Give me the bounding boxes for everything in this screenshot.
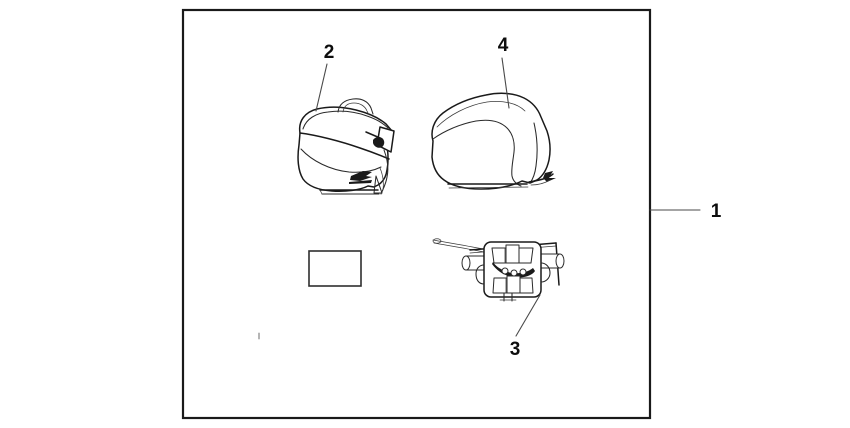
saddlebag-carry-handle-inner <box>342 102 370 116</box>
saddlebag-base-left-cap <box>319 189 323 195</box>
inner-liner-outline <box>431 92 551 190</box>
inner-liner-tie-strap-lower <box>530 179 551 186</box>
honda-wing-logo-glyph <box>350 171 372 181</box>
inner-liner-right-fold <box>529 122 538 184</box>
honda-wing-logo-bar <box>349 180 372 184</box>
callout-number-1[interactable]: 1 <box>711 201 722 222</box>
callout-number-4[interactable]: 4 <box>498 35 509 56</box>
bracket-left-cord-top <box>432 239 484 250</box>
bracket-left-tube-cap <box>461 255 471 271</box>
bracket-right-lug <box>540 262 551 283</box>
part-saddlebag-outer-shell <box>297 98 395 195</box>
saddlebag-carry-handle-outer <box>337 98 374 115</box>
bracket-left-cord-eyelet <box>432 238 442 244</box>
bracket-left-lug <box>475 264 485 285</box>
saddlebag-lid-top-edge <box>302 110 389 130</box>
leader-line-2 <box>315 63 328 112</box>
saddlebag-latch-knob <box>373 136 385 148</box>
saddlebag-body-outline <box>297 106 393 192</box>
bracket-lower-clamp-center-block <box>506 275 521 294</box>
bracket-rivet-1 <box>501 267 509 275</box>
leader-line-4 <box>501 57 510 109</box>
inner-liner-tie-knot <box>543 171 556 182</box>
honda-wing-logo <box>349 171 372 184</box>
bracket-rivet-2 <box>510 269 518 277</box>
inner-liner-base-rail-lower <box>448 186 529 189</box>
part-mounting-bracket-assembly <box>432 238 565 302</box>
inner-liner-top-contour <box>436 101 526 128</box>
saddlebag-strap-tip <box>373 175 383 194</box>
saddlebag-lid-seam <box>299 132 390 160</box>
saddlebag-lower-seam <box>300 148 382 173</box>
callout-number-3[interactable]: 3 <box>510 339 521 360</box>
callout-number-2[interactable]: 2 <box>324 42 335 63</box>
saddlebag-side-strap-inner <box>379 167 384 191</box>
part-inner-bag-liner <box>431 92 556 190</box>
saddlebag-latch-strap <box>365 131 381 139</box>
inner-liner-fold-seam <box>432 119 522 187</box>
leader-line-3 <box>515 294 541 337</box>
parts-kit-frame <box>181 8 652 420</box>
bracket-right-tube-cap <box>555 253 565 269</box>
bracket-left-cord-bottom <box>433 242 485 253</box>
label-plate-rectangle <box>308 250 362 287</box>
bracket-upper-clamp-center-block <box>505 244 520 264</box>
bracket-rivet-3 <box>519 268 527 276</box>
